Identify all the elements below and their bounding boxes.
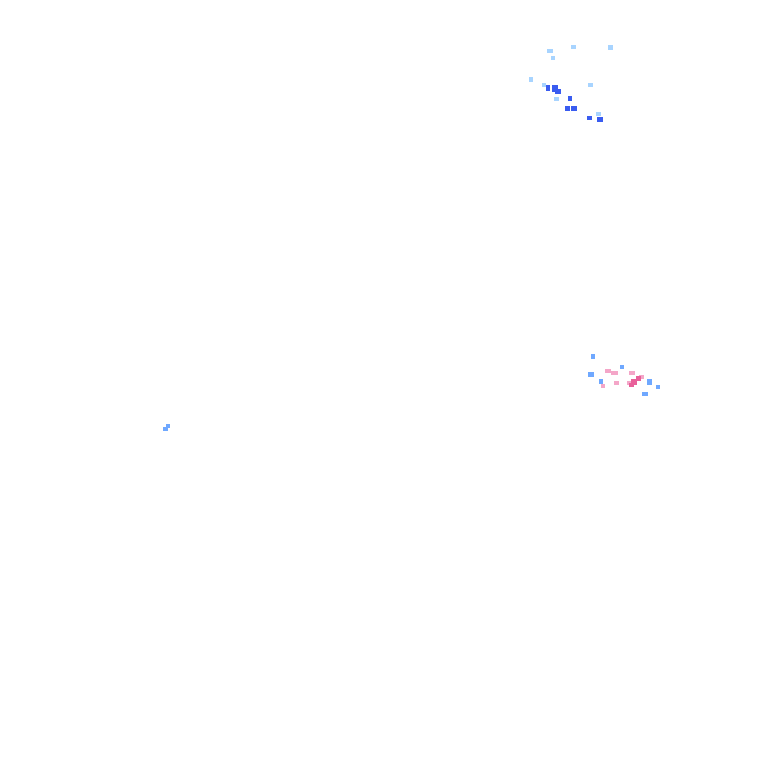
precip-cluster-east-core [629,376,641,387]
precip-cluster-east-rain [588,354,660,396]
precip-speck-west [163,424,170,431]
precip-cluster-northeast-core [546,85,603,122]
precip-cluster-northeast [529,45,613,116]
